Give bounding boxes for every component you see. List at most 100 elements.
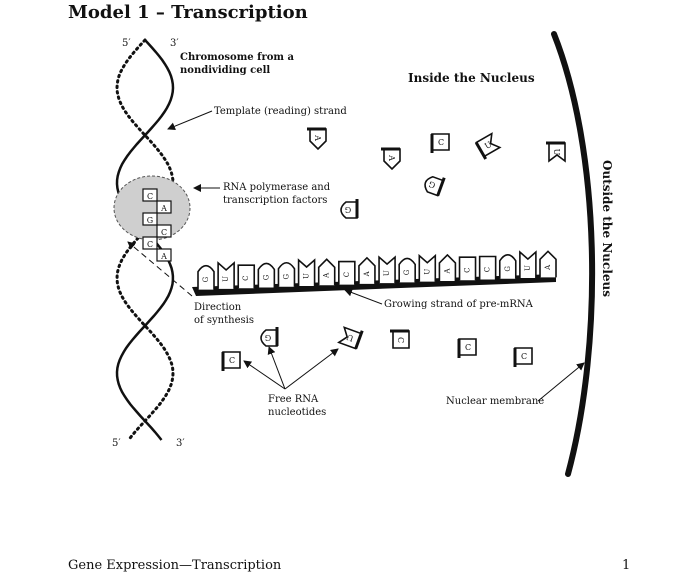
free-nucleotide: A — [307, 127, 327, 151]
svg-text:G: G — [428, 179, 437, 190]
mrna-nucleotide: C — [458, 256, 477, 281]
svg-text:G: G — [262, 274, 270, 280]
free-rna-pointer-1 — [243, 360, 286, 390]
free-nucleotide: C — [430, 133, 450, 153]
template-base: G — [142, 212, 158, 226]
mrna-nucleotide: C — [237, 264, 256, 289]
svg-text:C: C — [438, 138, 444, 147]
page-number: 1 — [622, 558, 631, 573]
mrna-nucleotide: G — [498, 253, 517, 279]
template-base: A — [156, 200, 172, 214]
mrna-nucleotide: U — [297, 258, 316, 287]
mrna-nucleotide: U — [418, 253, 437, 282]
svg-text:U: U — [552, 149, 561, 156]
mrna-nucleotide: A — [317, 258, 336, 286]
svg-text:G: G — [282, 274, 290, 280]
mrna-nucleotide: A — [438, 253, 457, 281]
template-base: C — [142, 188, 158, 202]
svg-text:G: G — [265, 333, 271, 342]
free-rna-pointer-3 — [284, 348, 339, 390]
mrna-nucleotide: G — [398, 257, 416, 283]
rna-polymerase-ellipse — [113, 175, 191, 241]
svg-text:U: U — [303, 273, 311, 279]
svg-text:G: G — [403, 269, 411, 275]
svg-text:C: C — [343, 272, 351, 277]
nuclear-membrane-label: Nuclear membrane — [446, 396, 544, 407]
growing-strand-label: Growing strand of pre-mRNA — [384, 299, 534, 310]
svg-text:U: U — [222, 276, 230, 282]
svg-text:G: G — [202, 276, 210, 282]
five-prime-top-label: 5′ — [122, 38, 131, 49]
svg-text:C: C — [242, 276, 250, 281]
free-nucleotide: C — [221, 351, 241, 371]
mrna-nucleotide: U — [378, 255, 396, 284]
svg-text:U: U — [524, 265, 532, 271]
footer-title: Gene Expression—Transcription — [68, 558, 282, 573]
svg-text:U: U — [345, 332, 355, 343]
svg-text:U: U — [483, 140, 494, 151]
svg-text:C: C — [147, 240, 153, 249]
svg-text:C: C — [464, 268, 472, 273]
svg-text:G: G — [345, 205, 351, 214]
template-strand-label: Template (reading) strand — [214, 106, 347, 117]
direction-arrow — [127, 241, 193, 297]
free-nucleotide: G — [340, 199, 359, 219]
rna-polymerase-label-line2: transcription factors — [223, 195, 327, 206]
svg-text:C: C — [161, 228, 167, 237]
svg-text:A: A — [160, 252, 167, 261]
page-title: Model 1 – Transcription — [68, 2, 308, 23]
free-nucleotide: A — [381, 147, 401, 171]
outside-nucleus-label: Outside the Nucleus — [600, 160, 614, 297]
template-pointer — [167, 110, 213, 131]
template-base: A — [156, 248, 172, 262]
free-rna-label-line1: Free RNA — [268, 394, 319, 405]
mrna-nucleotide: U — [519, 250, 537, 279]
free-nucleotide: U — [474, 132, 502, 160]
svg-text:A: A — [313, 134, 322, 141]
nuclear-membrane — [551, 31, 596, 477]
svg-text:C: C — [465, 343, 471, 352]
svg-text:U: U — [423, 269, 431, 275]
mrna-nucleotide: C — [478, 255, 497, 280]
free-nucleotide: G — [424, 175, 446, 197]
svg-text:C: C — [229, 356, 235, 365]
mrna-nucleotide: A — [539, 250, 557, 278]
free-nucleotide: U — [546, 141, 566, 163]
growing-strand-pointer — [344, 288, 383, 305]
svg-text:A: A — [160, 204, 167, 213]
svg-text:C: C — [484, 267, 492, 272]
free-nucleotides: A A C U U G G C G U C C C — [221, 127, 566, 371]
free-nucleotide: U — [337, 326, 364, 350]
dna-coding-strand — [115, 38, 175, 442]
svg-text:C: C — [521, 352, 527, 361]
template-base: C — [142, 236, 158, 250]
svg-text:G: G — [504, 266, 512, 272]
free-nucleotide: C — [390, 329, 410, 349]
nuclear-membrane-pointer — [537, 362, 585, 402]
svg-text:U: U — [383, 270, 391, 276]
three-prime-top-label: 3′ — [170, 38, 179, 49]
mrna-nucleotide: U — [217, 261, 235, 289]
chromosome-label-line1: Chromosome from a — [180, 52, 294, 63]
svg-text:G: G — [147, 216, 153, 225]
three-prime-bottom-label: 3′ — [176, 438, 185, 449]
five-prime-bottom-label: 5′ — [112, 438, 121, 449]
free-nucleotide: C — [513, 347, 533, 367]
chromosome-label-line2: nondividing cell — [180, 65, 270, 76]
inside-nucleus-label: Inside the Nucleus — [408, 71, 535, 85]
mrna-nucleotide: C — [338, 260, 356, 285]
svg-text:A: A — [544, 264, 552, 271]
mrna-nucleotide: G — [277, 261, 296, 287]
svg-text:A: A — [363, 270, 371, 277]
svg-text:A: A — [387, 154, 396, 161]
mrna-nucleotide: G — [197, 264, 215, 290]
mrna-nucleotide: A — [358, 256, 376, 284]
free-rna-label-line2: nucleotides — [268, 407, 326, 418]
mrna-nucleotide: G — [257, 262, 276, 288]
free-rna-pointer-2 — [267, 346, 286, 390]
rna-polymerase-label-line1: RNA polymerase and — [223, 182, 331, 193]
template-base: C — [156, 224, 172, 238]
